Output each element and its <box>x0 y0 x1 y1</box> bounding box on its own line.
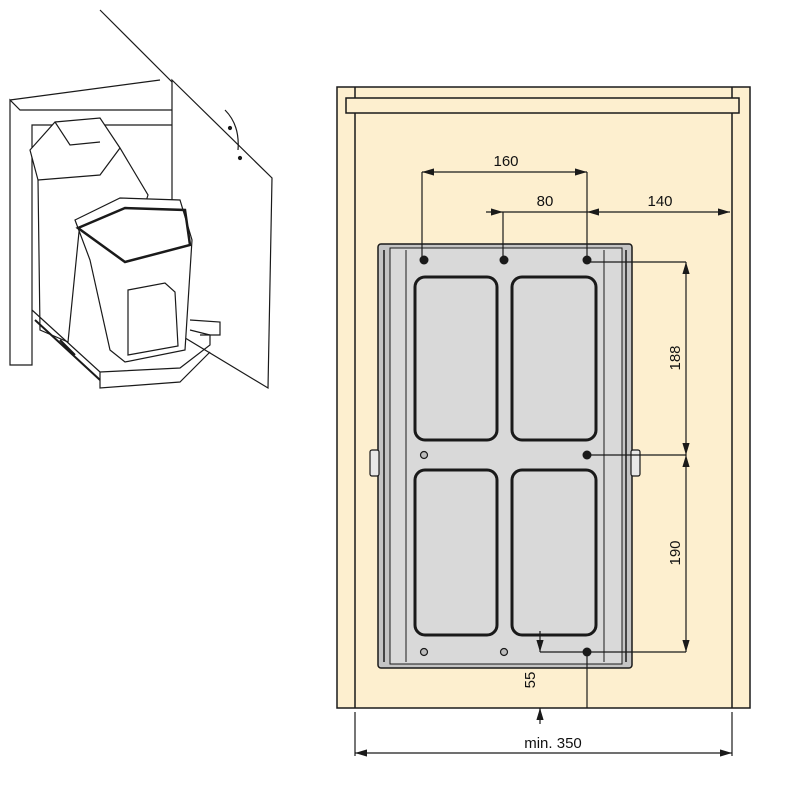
dim-160: 160 <box>493 153 518 170</box>
dim-55: 55 <box>522 672 539 689</box>
bin-outline <box>413 468 499 637</box>
mounting-holes <box>419 255 592 657</box>
dim-80: 80 <box>537 193 554 210</box>
bin-frame <box>369 243 641 669</box>
dim-188: 188 <box>667 345 684 370</box>
dim-140: 140 <box>647 193 672 210</box>
top-rail <box>345 97 740 114</box>
bin-outline <box>510 275 598 442</box>
dimension-labels: 160 80 140 188 190 55 min. 350 <box>493 153 684 752</box>
isometric-view <box>9 9 273 390</box>
dimension-lines <box>354 168 733 757</box>
bin-outline <box>510 468 598 637</box>
dim-190: 190 <box>667 540 684 565</box>
dim-min-350: min. 350 <box>524 735 582 752</box>
bin-outline <box>413 275 499 442</box>
